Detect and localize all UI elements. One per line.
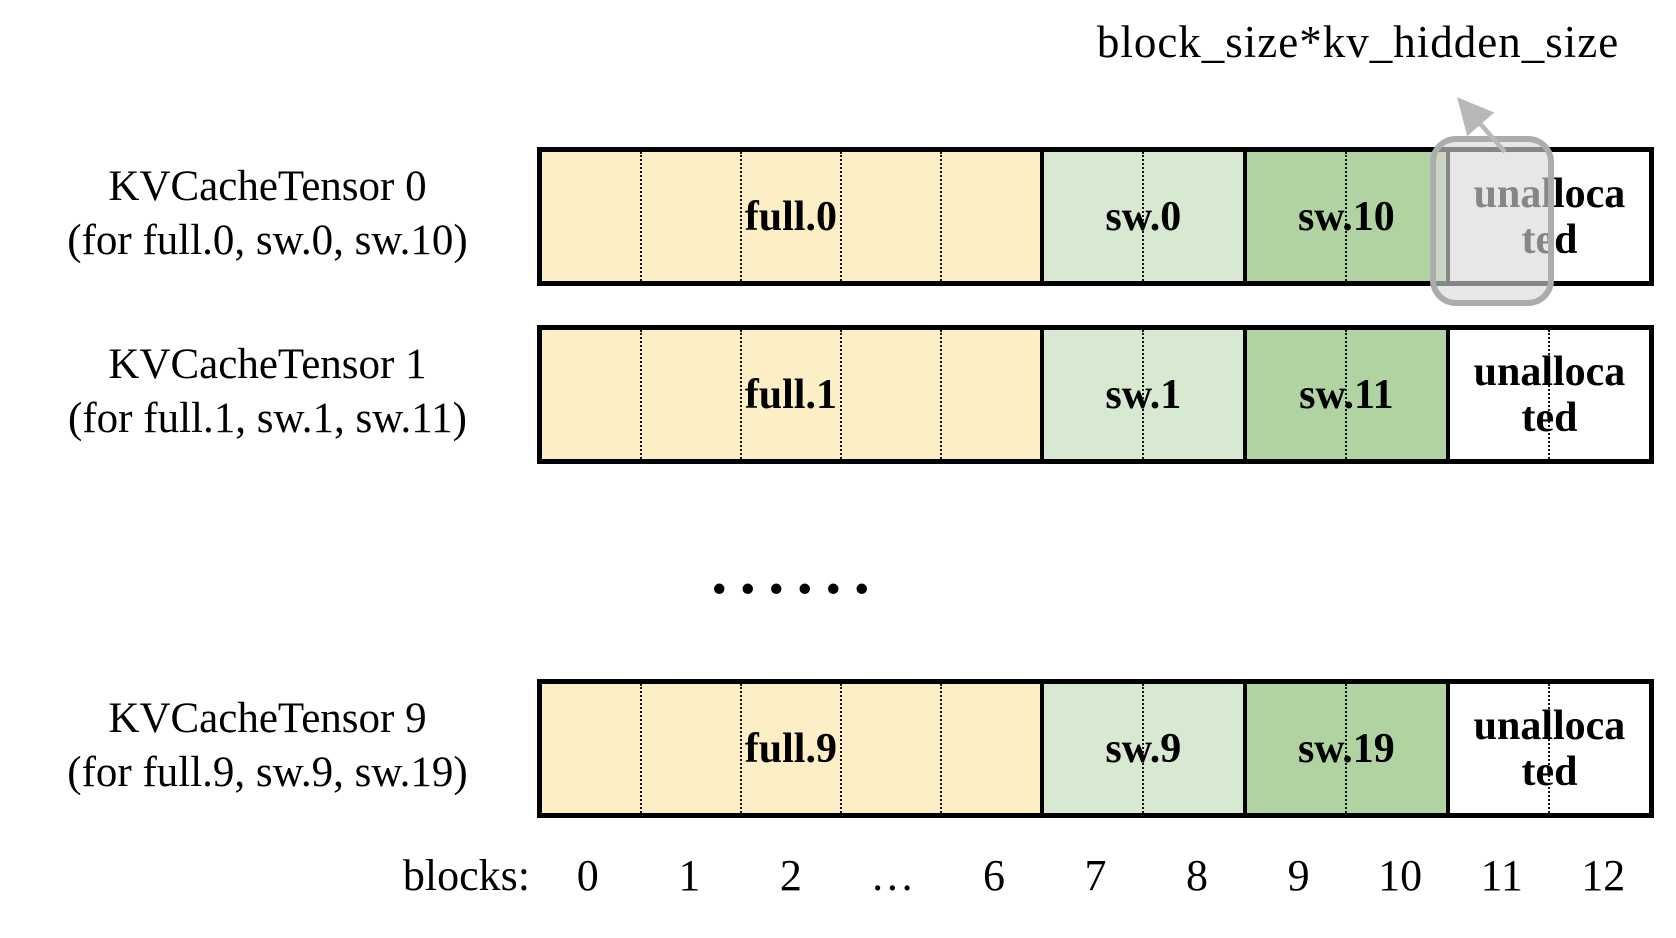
tensor-9-subtitle: (for full.9, sw.9, sw.19) [67,749,468,796]
segment-full-1: full.1 [542,330,1040,459]
segment-sw-19-label: sw.19 [1297,725,1395,772]
segment-full-9-label: full.9 [744,725,837,772]
segment-sw-19: sw.19 [1242,684,1446,813]
tensor-9-title: KVCacheTensor 9 [108,695,427,742]
segment-unallocated-1: unalloca ted [1445,330,1650,459]
block-tick-7: 7 [1084,851,1107,900]
tensor-1-title: KVCacheTensor 1 [108,341,427,388]
segment-sw-11: sw.11 [1242,330,1446,459]
segment-sw-1-label: sw.1 [1105,371,1182,418]
segment-sw-10: sw.10 [1242,152,1446,281]
blocks-axis-ticks: 0 1 2 … 6 7 8 9 10 11 12 [537,850,1654,902]
block-tick-1: 1 [678,851,701,900]
segment-full-0-label: full.0 [744,193,837,240]
kv-cache-tensor-1-bar: full.1 sw.1 sw.11 unalloca ted [537,325,1654,464]
tensor-9-label: KVCacheTensor 9 (for full.9, sw.9, sw.19… [15,692,520,800]
segment-sw-0: sw.0 [1039,152,1243,281]
block-tick-0: 0 [576,851,599,900]
tensor-0-title: KVCacheTensor 0 [108,163,427,210]
segment-full-1-label: full.1 [744,371,837,418]
kv-cache-tensor-9-bar: full.9 sw.9 sw.19 unalloca ted [537,679,1654,818]
segment-unallocated-9: unalloca ted [1445,684,1650,813]
segment-sw-9: sw.9 [1039,684,1243,813]
block-tick-10: 10 [1378,851,1423,900]
segment-sw-10-label: sw.10 [1297,193,1395,240]
blocks-axis-label: blocks: [402,851,530,900]
tensor-0-label: KVCacheTensor 0 (for full.0, sw.0, sw.10… [15,160,520,268]
block-size-annotation: block_size*kv_hidden_size [1096,17,1620,67]
block-tick-6: 6 [982,851,1005,900]
block-tick-12: 12 [1581,851,1626,900]
tensor-1-subtitle: (for full.1, sw.1, sw.11) [68,395,467,442]
tensor-0-subtitle: (for full.0, sw.0, sw.10) [67,217,468,264]
tensor-1-label: KVCacheTensor 1 (for full.1, sw.1, sw.11… [15,338,520,446]
segment-unallocated-1-label: unalloca ted [1473,348,1626,441]
segment-full-0: full.0 [542,152,1040,281]
segment-full-9: full.9 [542,684,1040,813]
segment-sw-11-label: sw.11 [1299,371,1394,418]
block-tick-2: 2 [779,851,802,900]
block-tick-9: 9 [1287,851,1310,900]
segment-unallocated-9-label: unalloca ted [1473,702,1626,795]
segment-sw-9-label: sw.9 [1105,725,1182,772]
segment-sw-1: sw.1 [1039,330,1243,459]
block-tick-11: 11 [1480,851,1523,900]
block-tick-8: 8 [1186,851,1209,900]
segment-sw-0-label: sw.0 [1105,193,1182,240]
block-tick-ellipsis: … [870,851,915,900]
rows-ellipsis: ...... [709,541,881,607]
highlighted-block-outline [1430,136,1554,306]
